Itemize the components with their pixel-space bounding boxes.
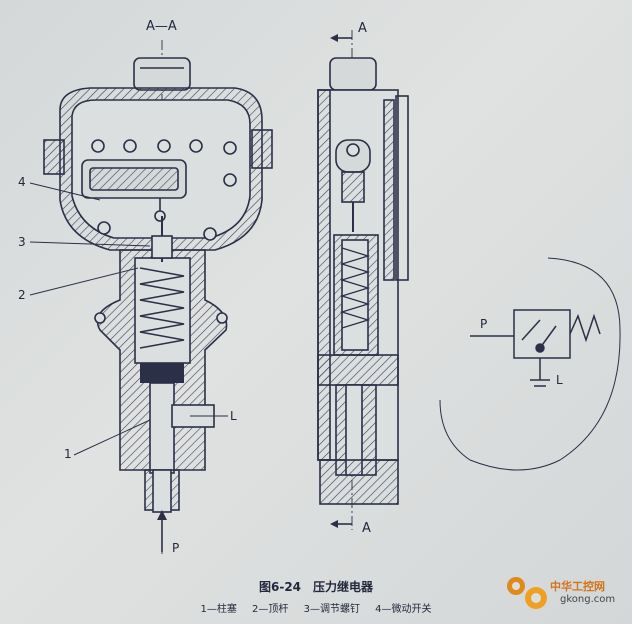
- callout-4: 4: [18, 175, 26, 189]
- callout-1: 1: [64, 447, 72, 461]
- callout-3: 3: [18, 235, 26, 249]
- section-view: [43, 40, 273, 555]
- gear-logo-icon: [507, 577, 547, 609]
- watermark-text: 中华工控网: [550, 580, 605, 593]
- section-label: A—A: [146, 19, 177, 34]
- port-p-label: P: [172, 541, 179, 555]
- legend-item: 3—调节螺钉: [303, 604, 360, 615]
- section-arrow-bottom-label: A: [362, 521, 371, 536]
- legend-item: 4—微动开关: [375, 604, 432, 615]
- symbol-l-label: L: [556, 373, 563, 387]
- port-l-label: L: [230, 409, 237, 423]
- callout-2: 2: [18, 288, 26, 302]
- figure-title: 图6-24 压力继电器: [258, 580, 374, 594]
- symbol-p-label: P: [480, 317, 487, 331]
- legend-item: 2—顶杆: [252, 604, 289, 615]
- callout-leaders: [29, 182, 228, 456]
- watermark-url: gkong.com: [560, 594, 616, 605]
- side-view: [317, 30, 409, 530]
- figure-legend: 1—柱塞 2—顶杆 3—调节螺钉 4—微动开关: [0, 600, 632, 615]
- section-arrow-top-label: A: [358, 21, 367, 36]
- legend-item: 1—柱塞: [200, 604, 237, 615]
- hydraulic-symbol: [439, 257, 621, 471]
